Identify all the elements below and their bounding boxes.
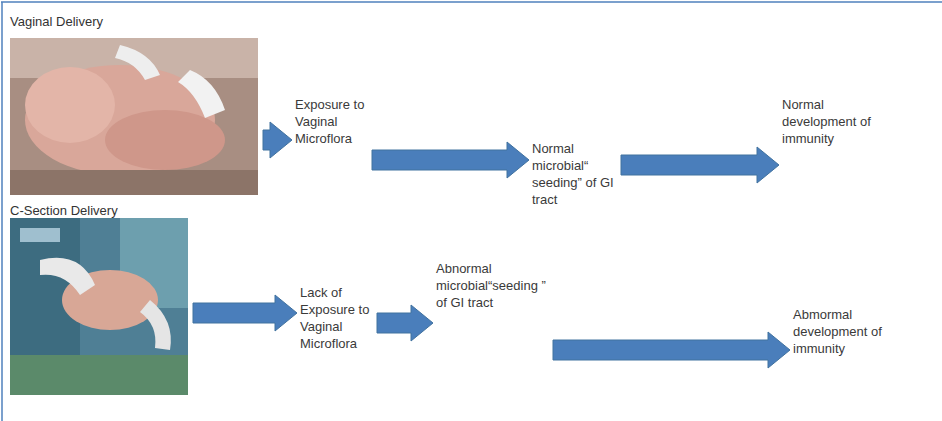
photo-node: C-Section Delivery	[10, 203, 190, 395]
step-text: Normal microbial“ seeding” of GI tract	[532, 140, 618, 208]
block-arrow	[372, 142, 529, 178]
baby-head	[25, 67, 115, 143]
gloved-hand	[140, 300, 171, 350]
text-node: Normal microbial“ seeding” of GI tract	[532, 140, 618, 210]
block-arrow	[621, 147, 779, 183]
frame-top-line	[1, 1, 942, 3]
text-node: Abmormal development of immunity	[793, 306, 886, 359]
block-arrow	[553, 332, 790, 368]
surgical-light	[20, 228, 60, 242]
text-node: Abnormal microbial“seeding ” of GI tract	[436, 260, 550, 313]
photo-node: Vaginal Delivery	[10, 14, 260, 195]
step-text: Normal development of immunity	[782, 96, 875, 147]
photo-shadow	[10, 170, 258, 195]
green-gown	[10, 355, 188, 395]
gloved-hand	[115, 45, 160, 80]
gloved-hand	[178, 70, 225, 118]
block-arrow	[263, 122, 292, 158]
block-arrow	[377, 305, 433, 341]
block-arrow	[193, 295, 297, 331]
frame-left-line	[1, 2, 3, 421]
vaginal-delivery-photo	[10, 38, 258, 195]
photo-caption: Vaginal Delivery	[10, 14, 260, 30]
text-node: Normal development of immunity	[782, 96, 875, 149]
step-text: Lack of Exposure to Vaginal Microflora	[300, 284, 374, 352]
photo-ground	[10, 218, 188, 395]
step-text: Abnormal microbial“seeding ” of GI tract	[436, 260, 550, 311]
gloved-hand	[40, 258, 95, 295]
step-text: Abmormal development of immunity	[793, 306, 886, 357]
photo-caption: C-Section Delivery	[10, 203, 190, 219]
step-text: Exposure to Vaginal Microflora	[295, 96, 369, 147]
text-node: Lack of Exposure to Vaginal Microflora	[300, 284, 374, 354]
c-section-photo	[10, 218, 188, 395]
baby-limb	[105, 110, 225, 170]
text-node: Exposure to Vaginal Microflora	[295, 96, 369, 149]
photo-ground	[10, 38, 258, 195]
